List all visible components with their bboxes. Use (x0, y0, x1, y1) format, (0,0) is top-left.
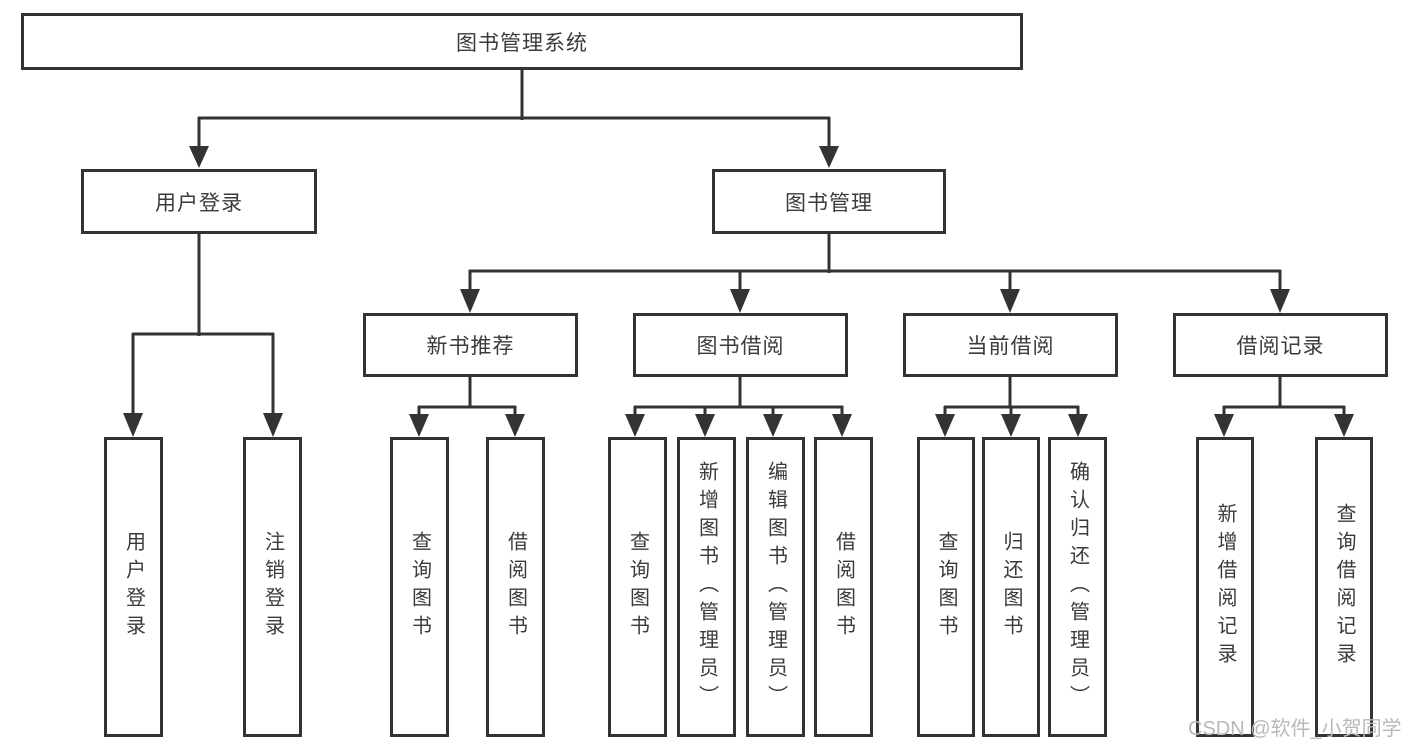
node-book-management: 图书管理 (712, 169, 946, 234)
leaf-user-login: 用户登录 (104, 437, 163, 737)
node-borrowing-records: 借阅记录 (1173, 313, 1388, 377)
leaf-add-borrow-record: 新增借阅记录 (1196, 437, 1254, 737)
leaf-return-book: 归还图书 (982, 437, 1040, 737)
node-book-borrowing: 图书借阅 (633, 313, 848, 377)
leaf-edit-book-admin: 编辑图书（管理员） (746, 437, 805, 737)
leaf-borrow-books-recommend: 借阅图书 (486, 437, 545, 737)
arrowhead-icons (123, 146, 1354, 437)
leaf-query-books-recommend: 查询图书 (390, 437, 449, 737)
leaf-query-books-borrowing: 查询图书 (608, 437, 667, 737)
leaf-borrow-books-borrowing: 借阅图书 (814, 437, 873, 737)
leaf-add-book-admin: 新增图书（管理员） (677, 437, 736, 737)
node-library-management-system: 图书管理系统 (21, 13, 1023, 70)
leaf-query-books-current: 查询图书 (917, 437, 975, 737)
watermark-text: CSDN @软件_小贺同学 (1188, 718, 1402, 740)
node-new-book-recommendation: 新书推荐 (363, 313, 578, 377)
node-current-borrowing: 当前借阅 (903, 313, 1118, 377)
leaf-logout: 注销登录 (243, 437, 302, 737)
node-user-login: 用户登录 (81, 169, 317, 234)
leaf-confirm-return-admin: 确认归还（管理员） (1048, 437, 1107, 737)
leaf-query-borrow-record: 查询借阅记录 (1315, 437, 1373, 737)
